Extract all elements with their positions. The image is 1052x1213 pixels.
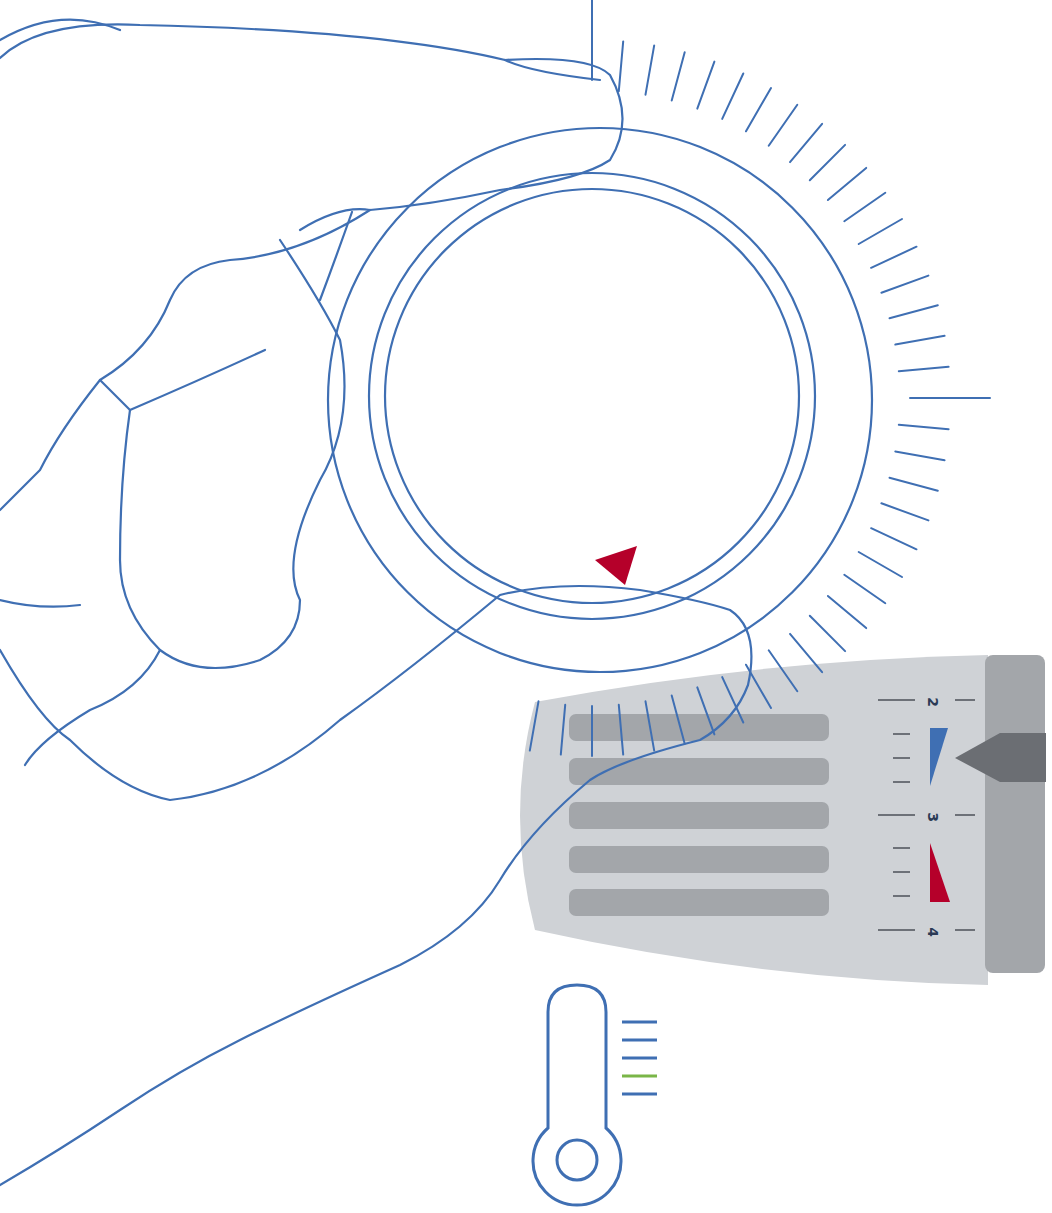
knob-marker: [595, 546, 637, 585]
dial-tick: [591, 706, 593, 756]
valve-collar: [985, 655, 1045, 973]
dial-tick: [828, 168, 866, 200]
dial-tick: [890, 305, 938, 318]
dial-tick: [859, 552, 902, 577]
dial-tick: [899, 425, 949, 429]
dial-tick: [890, 478, 938, 491]
valve-slots: [569, 714, 829, 916]
dial-tick: [828, 596, 866, 628]
dial-tick: [722, 74, 743, 119]
dial-tick: [746, 88, 771, 131]
scale-number: 3: [926, 812, 940, 822]
dial-tick: [790, 634, 822, 672]
dial-tick: [899, 367, 949, 371]
dial-tick: [561, 705, 565, 755]
dial-tick: [646, 701, 655, 750]
dial-tick: [871, 247, 916, 268]
valve-body: [520, 655, 988, 985]
dial-tick: [697, 687, 714, 734]
dial-tick: [619, 41, 623, 91]
dial-tick: [881, 276, 928, 293]
dial-tick: [769, 105, 798, 146]
dial-tick: [646, 45, 655, 94]
dial-tick: [844, 193, 885, 222]
dial-tick: [844, 575, 885, 604]
setting-pointer: [955, 733, 1046, 782]
dial-tick: [859, 219, 902, 244]
dial-tick: [810, 145, 845, 180]
dial-tick: [910, 397, 990, 399]
dial-tick: [790, 124, 822, 162]
warm-marker: [930, 843, 950, 902]
valve-scale: [878, 700, 975, 930]
dial-tick: [895, 336, 944, 345]
knob: [328, 128, 872, 672]
dial-ticks: [530, 0, 990, 756]
dial-tick: [697, 62, 714, 109]
dial-tick: [871, 528, 916, 549]
scale-number: 4: [926, 927, 940, 937]
dial-tick: [619, 705, 623, 755]
dial-tick: [591, 0, 593, 80]
scale-number: 2: [926, 697, 940, 707]
thermometer-icon: [533, 985, 657, 1205]
cold-marker: [930, 728, 948, 786]
dial-tick: [810, 616, 845, 651]
dial-tick: [530, 701, 539, 750]
dial-tick: [895, 452, 944, 461]
dial-tick: [672, 52, 685, 100]
hand-outline: [0, 20, 751, 1185]
dial-tick: [769, 650, 798, 691]
dial-tick: [672, 696, 685, 744]
dial-tick: [881, 503, 928, 520]
